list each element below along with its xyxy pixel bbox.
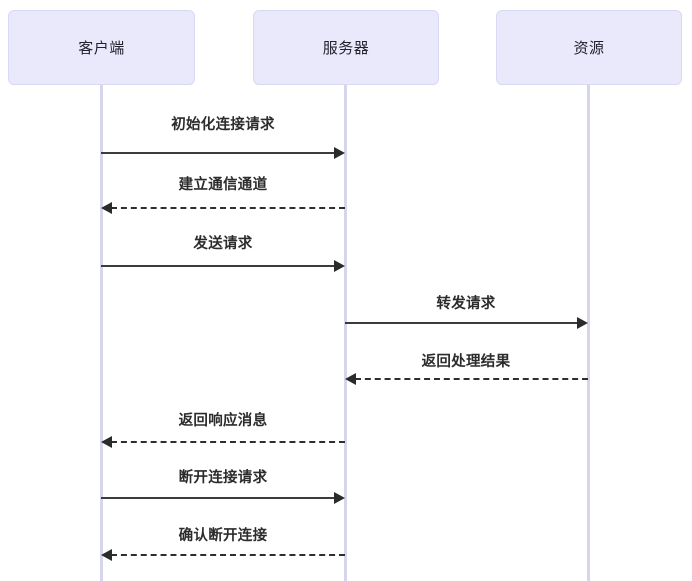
message-arrowhead	[334, 260, 345, 272]
lifeline-client	[100, 85, 103, 581]
message-line	[101, 497, 335, 499]
message-arrowhead	[345, 373, 356, 385]
participant-label-client: 客户端	[78, 40, 125, 57]
message-label: 转发请求	[436, 296, 496, 312]
lifeline-resource	[587, 85, 590, 581]
message-line	[355, 378, 588, 380]
message-arrowhead	[334, 147, 345, 159]
participant-label-resource: 资源	[573, 40, 605, 57]
message-label: 返回响应消息	[178, 413, 268, 429]
message-arrowhead	[334, 492, 345, 504]
message-label: 建立通信通道	[178, 177, 268, 193]
participant-box-client[interactable]: 客户端	[8, 10, 195, 85]
message-label: 断开连接请求	[178, 470, 268, 486]
message-line	[101, 152, 335, 154]
message-arrowhead	[101, 202, 112, 214]
message-line	[111, 207, 345, 209]
message-arrowhead	[101, 549, 112, 561]
message-label: 确认断开连接	[178, 528, 268, 544]
message-label: 初始化连接请求	[171, 117, 275, 133]
message-label: 发送请求	[193, 236, 253, 252]
participant-box-resource[interactable]: 资源	[496, 10, 682, 85]
participant-label-server: 服务器	[322, 40, 370, 57]
message-arrowhead	[101, 436, 112, 448]
message-line	[111, 554, 345, 556]
message-arrowhead	[577, 317, 588, 329]
message-line	[101, 265, 335, 267]
lifeline-server	[344, 85, 347, 581]
message-line	[345, 322, 578, 324]
message-line	[111, 441, 345, 443]
message-label: 返回处理结果	[421, 354, 511, 370]
participant-box-server[interactable]: 服务器	[253, 10, 439, 85]
